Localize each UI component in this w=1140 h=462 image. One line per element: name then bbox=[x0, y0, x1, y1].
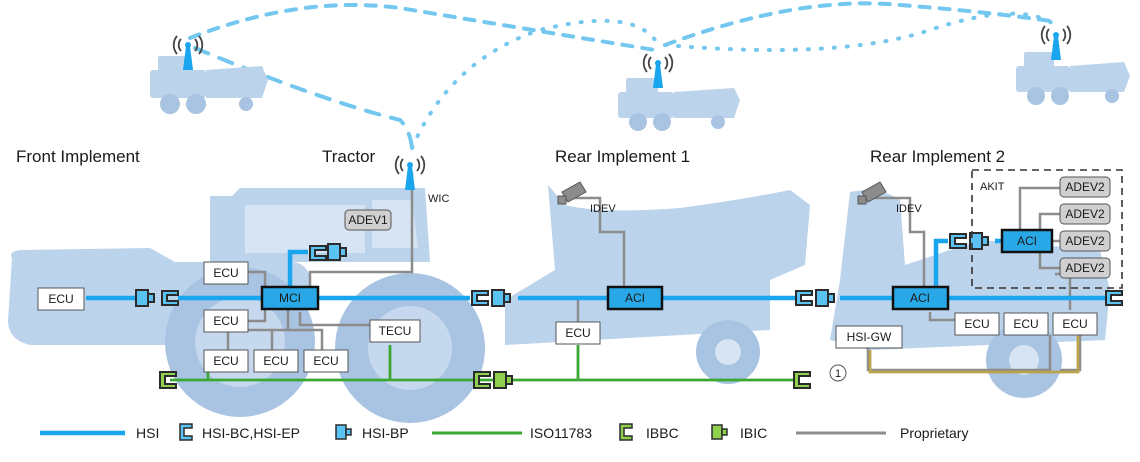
hsi-bc-icon bbox=[471, 290, 489, 306]
idev-label-2: IDEV bbox=[896, 203, 922, 215]
idev-label-1: IDEV bbox=[590, 203, 616, 215]
ibbc-icon bbox=[159, 371, 177, 389]
adev2-box: ADEV2 bbox=[1059, 230, 1111, 252]
hsi-bc-icon bbox=[795, 290, 813, 306]
section-title-tractor: Tractor bbox=[322, 147, 376, 166]
section-title-rear1: Rear Implement 1 bbox=[555, 147, 690, 166]
hsi-bc-icon bbox=[1105, 290, 1123, 306]
antenna-icon bbox=[394, 155, 426, 191]
svg-text:ADEV2: ADEV2 bbox=[1065, 180, 1105, 194]
legend-ibic: IBIC bbox=[740, 425, 767, 441]
svg-text:ECU: ECU bbox=[213, 354, 238, 368]
adev1-box: ADEV1 bbox=[344, 209, 392, 231]
svg-text:ACI: ACI bbox=[910, 291, 930, 305]
camera-icon bbox=[557, 181, 587, 205]
svg-text:TECU: TECU bbox=[379, 324, 412, 338]
svg-text:ECU: ECU bbox=[1013, 317, 1038, 331]
svg-text:ACI: ACI bbox=[625, 291, 645, 305]
ecu-box: ECU bbox=[253, 349, 299, 373]
hsi-lines bbox=[86, 238, 1105, 301]
ecu-box: ECU bbox=[203, 309, 249, 333]
akit-label: AKIT bbox=[980, 181, 1005, 193]
hsi-bc-icon bbox=[161, 290, 179, 306]
legend-proprietary: Proprietary bbox=[900, 425, 968, 441]
hsi-bp-icon bbox=[969, 232, 989, 250]
hsi-bc-icon bbox=[179, 423, 193, 441]
svg-text:ECU: ECU bbox=[313, 354, 338, 368]
node-boxes: ECU ECU ECU ECU ECU ECU TECU ECU ECU ECU… bbox=[37, 176, 1111, 382]
aci-box: ACI bbox=[1000, 228, 1054, 254]
section-title-rear2: Rear Implement 2 bbox=[870, 147, 1005, 166]
svg-text:ADEV2: ADEV2 bbox=[1065, 234, 1105, 248]
ibbc-icon bbox=[473, 371, 491, 389]
adev2-box: ADEV2 bbox=[1059, 176, 1111, 198]
hsi-bc-icon bbox=[949, 233, 967, 249]
svg-text:MCI: MCI bbox=[279, 291, 301, 305]
wic-label: WIC bbox=[428, 193, 449, 205]
remote-vehicle-middle bbox=[618, 78, 740, 131]
ecu-box: ECU bbox=[954, 312, 1000, 336]
tecu-box: TECU bbox=[369, 319, 421, 343]
svg-text:ECU: ECU bbox=[565, 326, 590, 340]
legend: HSI HSI-BC,HSI-EP HSI-BP ISO11783 IBBC I… bbox=[40, 423, 968, 441]
rear-implement-1-silhouette bbox=[505, 185, 810, 384]
svg-text:ECU: ECU bbox=[263, 354, 288, 368]
svg-text:ADEV2: ADEV2 bbox=[1065, 207, 1105, 221]
svg-text:ADEV1: ADEV1 bbox=[348, 213, 388, 227]
hsi-bc-icon bbox=[309, 245, 327, 261]
ecu-box: ECU bbox=[303, 349, 349, 373]
svg-text:ECU: ECU bbox=[1062, 317, 1087, 331]
legend-hsi-bp: HSI-BP bbox=[362, 425, 409, 441]
legend-hsi-bc: HSI-BC,HSI-EP bbox=[202, 425, 300, 441]
svg-text:1: 1 bbox=[835, 368, 841, 380]
ibic-icon bbox=[493, 371, 513, 389]
svg-text:HSI-GW: HSI-GW bbox=[847, 330, 892, 344]
svg-text:ECU: ECU bbox=[213, 314, 238, 328]
ibbc-icon bbox=[619, 423, 633, 441]
hsi-bp-icon bbox=[815, 289, 835, 307]
hsi-bp-icon bbox=[327, 243, 347, 261]
hsi-bp-icon bbox=[135, 289, 155, 307]
svg-text:ECU: ECU bbox=[48, 292, 73, 306]
marker-1: 1 bbox=[829, 364, 847, 382]
section-title-front: Front Implement bbox=[16, 147, 140, 166]
svg-text:ACI: ACI bbox=[1017, 234, 1037, 248]
ecu-box: ECU bbox=[203, 349, 249, 373]
legend-hsi: HSI bbox=[136, 425, 159, 441]
adev2-box: ADEV2 bbox=[1059, 203, 1111, 225]
ecu-box: ECU bbox=[203, 261, 249, 285]
ibic-icon bbox=[711, 424, 728, 440]
wireless-links bbox=[188, 1, 1060, 150]
remote-vehicle-left bbox=[150, 56, 268, 114]
ecu-box: ECU bbox=[555, 321, 601, 345]
svg-text:ADEV2: ADEV2 bbox=[1065, 261, 1105, 275]
legend-iso: ISO11783 bbox=[530, 425, 592, 441]
ecu-box-front: ECU bbox=[37, 287, 85, 311]
camera-icon bbox=[857, 181, 887, 205]
connectors bbox=[135, 232, 1123, 389]
akit-box bbox=[971, 169, 1123, 289]
hsi-gw-box: HSI-GW bbox=[835, 325, 903, 349]
aci-box: ACI bbox=[606, 285, 664, 311]
svg-text:ECU: ECU bbox=[213, 266, 238, 280]
remote-vehicle-right bbox=[1016, 52, 1130, 105]
tractor-silhouette bbox=[160, 188, 485, 423]
hsi-bp-icon bbox=[335, 424, 352, 440]
adev2-box: ADEV2 bbox=[1059, 257, 1111, 279]
ecu-box: ECU bbox=[1052, 312, 1098, 336]
hsi-bp-icon bbox=[491, 289, 511, 307]
legend-ibbc: IBBC bbox=[646, 425, 679, 441]
ibbc-icon bbox=[793, 371, 811, 389]
mci-box: MCI bbox=[260, 285, 320, 311]
ecu-box: ECU bbox=[1003, 312, 1049, 336]
aci-box: ACI bbox=[891, 285, 950, 311]
svg-text:ECU: ECU bbox=[964, 317, 989, 331]
